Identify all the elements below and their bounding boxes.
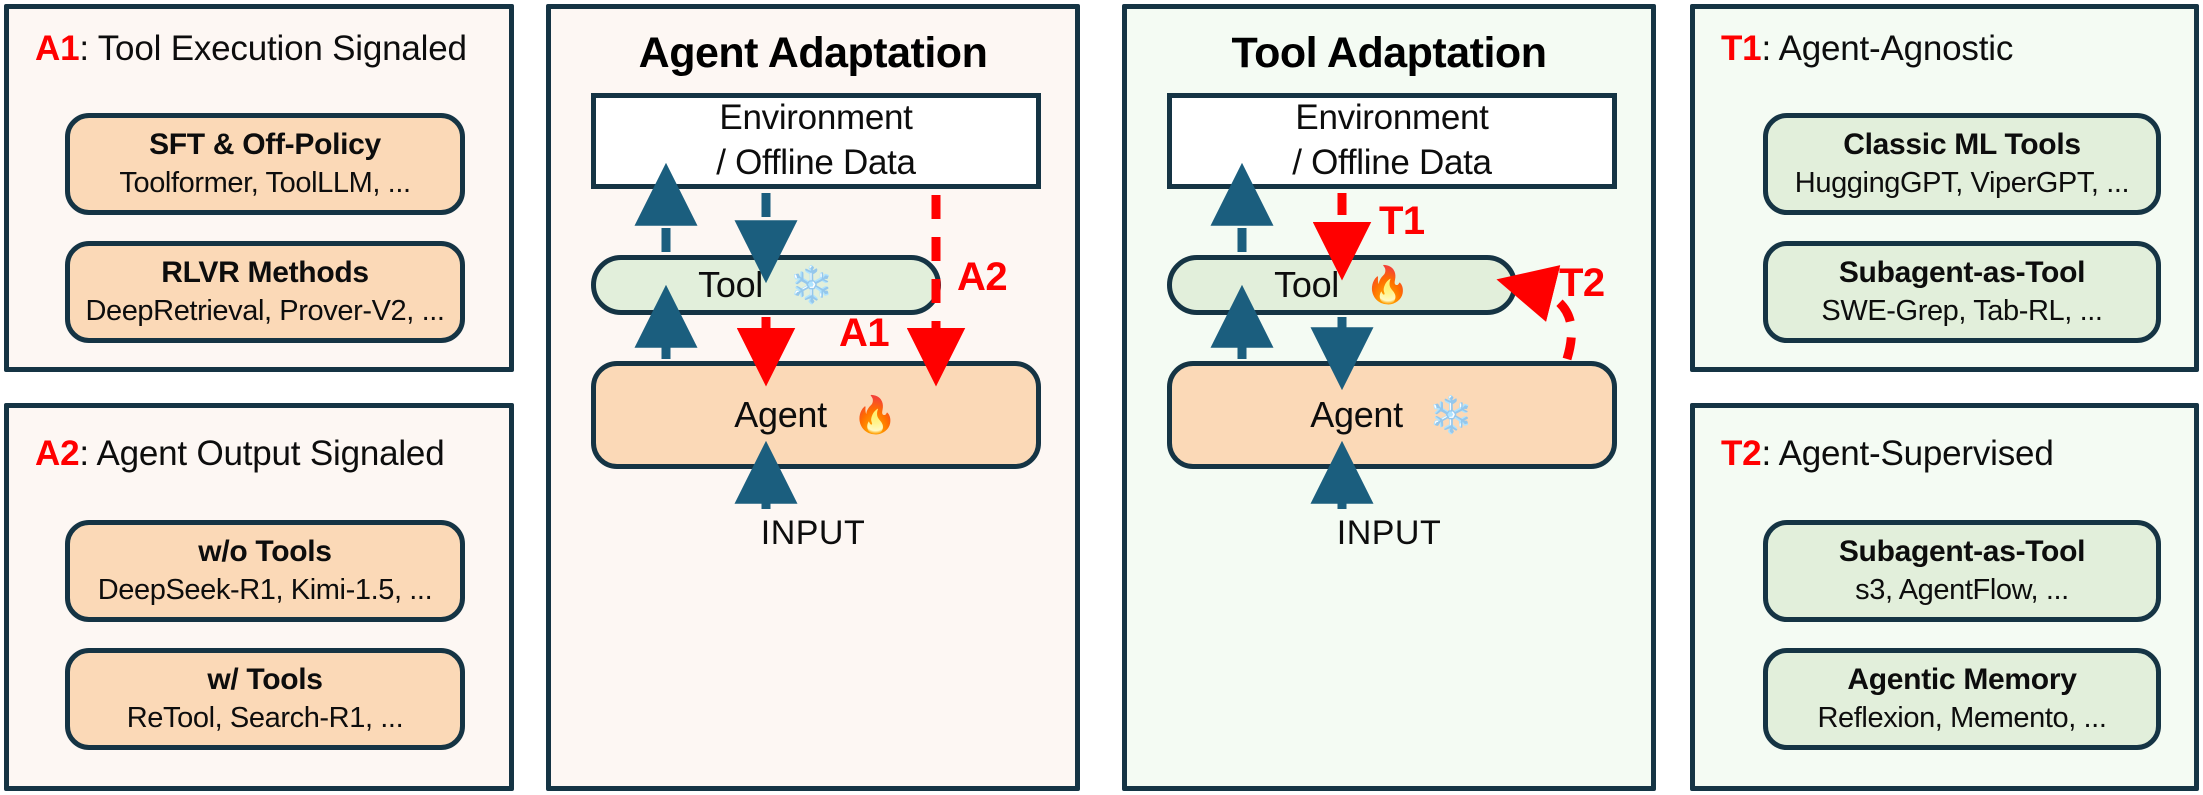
environment-box-tool: Environment / Offline Data	[1167, 93, 1617, 189]
panel-t1-tag: T1	[1721, 29, 1762, 68]
panel-agent-adaptation: Agent Adaptation Environment / Offline D…	[546, 4, 1080, 791]
environment-box-agent: Environment / Offline Data	[591, 93, 1041, 189]
environment-line-2: / Offline Data	[1292, 143, 1492, 182]
card-heading: Classic ML Tools	[1843, 128, 2081, 162]
card-heading: w/ Tools	[207, 663, 323, 697]
flow-tag-t1: T1	[1379, 199, 1425, 243]
card-rlvr-methods[interactable]: RLVR Methods DeepRetrieval, Prover-V2, .…	[65, 241, 465, 343]
card-classic-ml-tools[interactable]: Classic ML Tools HuggingGPT, ViperGPT, .…	[1763, 113, 2161, 215]
environment-line-1: Environment	[1295, 98, 1489, 138]
panel-t2-title: : Agent-Supervised	[1761, 434, 2054, 473]
card-examples: DeepRetrieval, Prover-V2, ...	[85, 295, 445, 328]
card-agentic-memory[interactable]: Agentic Memory Reflexion, Memento, ...	[1763, 648, 2161, 750]
card-examples: DeepSeek-R1, Kimi-1.5, ...	[97, 574, 433, 607]
flow-tag-a2: A2	[957, 255, 1008, 299]
card-sft-off-policy[interactable]: SFT & Off-Policy Toolformer, ToolLLM, ..…	[65, 113, 465, 215]
agent-box-agent-adaptation[interactable]: Agent 🔥	[591, 361, 1041, 469]
card-w-tools[interactable]: w/ Tools ReTool, Search-R1, ...	[65, 648, 465, 750]
agent-adaptation-arrows	[634, 162, 966, 509]
panel-a2-tag: A2	[35, 434, 80, 473]
panel-a2-heading: A2: Agent Output Signaled	[35, 434, 445, 474]
panel-t1-title: : Agent-Agnostic	[1761, 29, 2014, 68]
input-label-tool-adaptation: INPUT	[1336, 514, 1442, 552]
card-subagent-as-tool-t1[interactable]: Subagent-as-Tool SWE-Grep, Tab-RL, ...	[1763, 241, 2161, 343]
card-heading: Agentic Memory	[1847, 663, 2077, 697]
card-examples: Toolformer, ToolLLM, ...	[119, 167, 411, 200]
panel-a1-heading: A1: Tool Execution Signaled	[35, 29, 467, 69]
panel-tool-adaptation: Tool Adaptation Environment / Offline Da…	[1122, 4, 1656, 791]
agent-label: Agent	[734, 394, 827, 435]
input-label-agent-adaptation: INPUT	[760, 514, 866, 552]
flow-tag-t2: T2	[1559, 261, 1605, 305]
flow-tag-a1: A1	[839, 311, 890, 355]
agent-adaptation-title: Agent Adaptation	[638, 29, 988, 77]
fire-trainable-icon: 🔥	[852, 394, 898, 435]
panel-a2-title: : Agent Output Signaled	[79, 434, 445, 473]
card-wo-tools[interactable]: w/o Tools DeepSeek-R1, Kimi-1.5, ...	[65, 520, 465, 622]
card-heading: SFT & Off-Policy	[149, 128, 381, 162]
panel-t1-heading: T1: Agent-Agnostic	[1721, 29, 2013, 69]
panel-a1-title: : Tool Execution Signaled	[79, 29, 467, 68]
environment-line-2: / Offline Data	[716, 143, 916, 182]
panel-a1: A1: Tool Execution Signaled SFT & Off-Po…	[4, 4, 514, 372]
panel-t2-heading: T2: Agent-Supervised	[1721, 434, 2054, 474]
panel-t2-tag: T2	[1721, 434, 1762, 473]
card-examples: s3, AgentFlow, ...	[1855, 574, 2069, 607]
card-examples: Reflexion, Memento, ...	[1817, 702, 2107, 735]
tool-adaptation-title: Tool Adaptation	[1231, 29, 1547, 77]
agent-label: Agent	[1310, 394, 1403, 435]
agent-box-tool-adaptation[interactable]: Agent ❄️	[1167, 361, 1617, 469]
panel-t2: T2: Agent-Supervised Subagent-as-Tool s3…	[1690, 403, 2199, 791]
card-heading: RLVR Methods	[161, 256, 369, 290]
card-examples: ReTool, Search-R1, ...	[126, 702, 404, 735]
card-heading: Subagent-as-Tool	[1838, 535, 2086, 569]
card-examples: HuggingGPT, ViperGPT, ...	[1794, 167, 2130, 200]
card-examples: SWE-Grep, Tab-RL, ...	[1821, 295, 2103, 328]
snowflake-frozen-icon: ❄️	[1428, 394, 1474, 435]
tool-adaptation-arrows	[1210, 162, 1576, 509]
card-heading: Subagent-as-Tool	[1838, 256, 2086, 290]
fire-trainable-icon: 🔥	[1365, 264, 1410, 305]
panel-t1: T1: Agent-Agnostic Classic ML Tools Hugg…	[1690, 4, 2199, 372]
panel-a2: A2: Agent Output Signaled w/o Tools Deep…	[4, 403, 514, 791]
panel-a1-tag: A1	[35, 29, 80, 68]
card-heading: w/o Tools	[198, 535, 332, 569]
arrow-t2-agent-to-tool	[1496, 265, 1576, 361]
card-subagent-as-tool-t2[interactable]: Subagent-as-Tool s3, AgentFlow, ...	[1763, 520, 2161, 622]
environment-line-1: Environment	[719, 98, 913, 138]
